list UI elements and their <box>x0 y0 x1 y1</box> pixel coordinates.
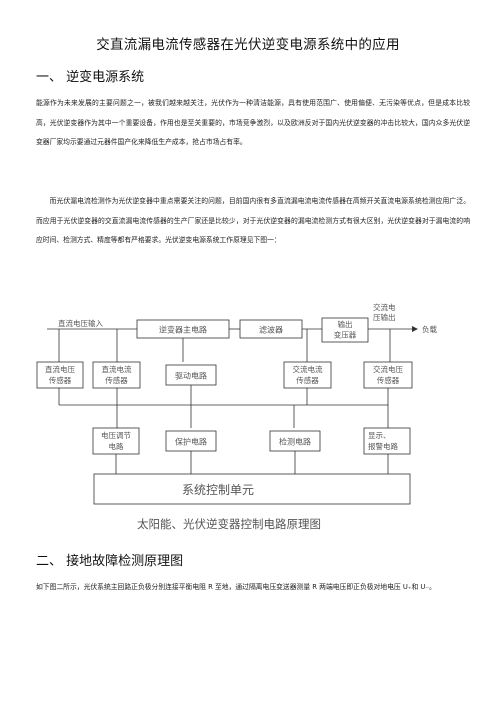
voltage-regulator-label-1: 电压调节 <box>101 430 131 440</box>
voltage-regulator-label-2: 电路 <box>109 441 124 451</box>
ac-voltage-sensor-label-2: 传感器 <box>377 375 400 385</box>
ac-current-sensor-label-2: 传感器 <box>296 375 319 385</box>
dc-current-sensor-label-1: 直流电流 <box>102 364 132 374</box>
ac-current-sensor-box <box>283 361 332 389</box>
dc-voltage-sensor-label-1: 直流电压 <box>45 364 75 374</box>
system-control-unit-label: 系统控制单元 <box>182 483 254 497</box>
dc-voltage-sensor-box <box>36 361 84 389</box>
output-transformer-label-1: 输出 <box>338 319 353 329</box>
section1-paragraph-1: 能源作为未来发展的主要问题之一，被我们越来越关注，光伏作为一种清洁能源，具有使用… <box>36 99 470 147</box>
section2-paragraph-1: 如下图二所示，光伏系统主回路正负极分别连接平衡电阻 R 至地，通过隔离电压变送器… <box>36 583 436 591</box>
diagram-caption: 太阳能、光伏逆变器控制电路原理图 <box>137 517 321 531</box>
ac-voltage-sensor-box <box>363 361 413 389</box>
ac-output-label-2: 压输出 <box>373 312 396 322</box>
display-alarm-box <box>363 427 411 455</box>
section1-paragraph-2: 而光伏漏电流检测作为光伏逆变器中重点需要关注的问题，目前国内很有多直流漏电流电流… <box>36 197 470 245</box>
output-transformer-label-2: 变压器 <box>334 330 357 340</box>
filter-label: 滤波器 <box>259 325 283 335</box>
output-transformer-box <box>321 317 369 343</box>
ac-output-label-1: 交流电 <box>373 302 396 312</box>
display-alarm-label-1: 显示、 <box>368 431 391 440</box>
ac-voltage-sensor-label-1: 交流电压 <box>373 364 403 374</box>
section2-heading: 二、 接地故障检测原理图 <box>36 554 184 569</box>
dc-current-sensor-box <box>92 361 141 389</box>
dc-current-sensor-label-2: 传感器 <box>105 375 128 385</box>
voltage-regulator-box <box>92 427 140 455</box>
dc-input-label: 直流电压输入 <box>58 318 103 328</box>
detection-circuit-label: 检测电路 <box>279 437 311 447</box>
document-title: 交直流漏电流传感器在光伏逆变电源系统中的应用 <box>96 37 400 53</box>
drive-circuit-label: 驱动电路 <box>175 371 207 381</box>
dc-voltage-sensor-label-2: 传感器 <box>49 375 72 385</box>
section1-heading: 一、 逆变电源系统 <box>36 70 145 85</box>
load-label: 负载 <box>422 324 437 334</box>
arrow-to-load <box>412 326 418 332</box>
protection-circuit-label: 保护电路 <box>175 437 207 447</box>
display-alarm-label-2: 报警电路 <box>368 441 398 451</box>
inverter-main-label: 逆变器主电路 <box>159 325 207 335</box>
ac-current-sensor-label-1: 交流电流 <box>293 364 323 374</box>
system-control-unit-box <box>93 473 411 505</box>
